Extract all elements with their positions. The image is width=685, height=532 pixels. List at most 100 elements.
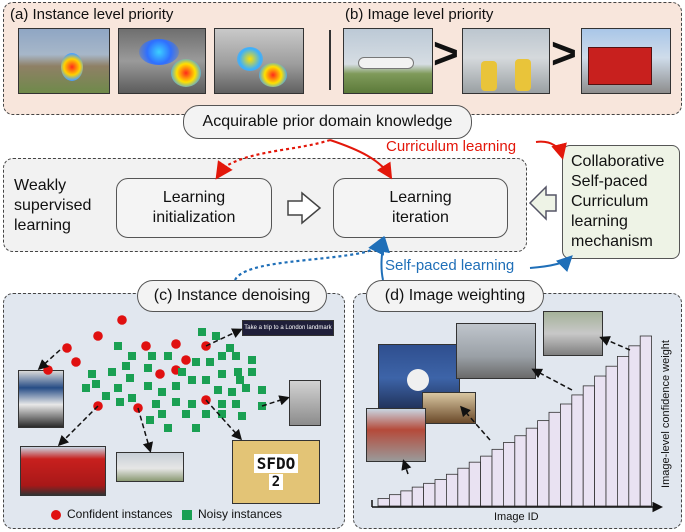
confident-instance-group	[43, 315, 211, 413]
curriculum-arrow-to-mechanism	[535, 140, 567, 160]
curriculum-learning-label: Curriculum learning	[386, 138, 517, 155]
denoise-arrow-plane	[137, 407, 153, 453]
noisy-instance-square	[258, 386, 266, 394]
confident-instance-dot	[71, 357, 81, 367]
dog-shape	[407, 369, 429, 391]
image-photo-airplane	[343, 28, 433, 94]
mechanism-to-panel-arrow	[528, 185, 557, 221]
denoise-arrow-bus	[57, 405, 99, 447]
weight-photo-street	[366, 408, 426, 462]
legend-confident-label: Confident instances	[67, 507, 173, 521]
confidence-bar	[617, 355, 630, 507]
legend-noisy-marker	[182, 510, 192, 520]
denoise-photo-plane	[116, 452, 184, 482]
confidence-bar	[628, 345, 641, 507]
noisy-instance-square	[248, 368, 256, 376]
confidence-bar-chart	[377, 335, 653, 507]
confidence-bar	[457, 467, 470, 507]
noisy-instance-square	[92, 380, 100, 388]
instance-photo-soldier	[18, 28, 110, 94]
noisy-instance-square	[218, 352, 226, 360]
confidence-bar	[480, 455, 493, 507]
denoise-arrow-sign	[205, 399, 243, 441]
confidence-bar	[537, 420, 550, 507]
confident-instance-dot	[93, 331, 103, 341]
noisy-instance-square	[178, 368, 186, 376]
mechanism-label: Collaborative Self-paced Curriculum lear…	[571, 153, 665, 250]
noisy-instance-square	[128, 394, 136, 402]
noisy-instance-square	[218, 410, 226, 418]
noisy-instance-square	[214, 386, 222, 394]
confidence-bar	[582, 385, 596, 507]
curriculum-arrow-dotted	[215, 138, 331, 180]
noisy-instance-square	[192, 358, 200, 366]
noisy-instance-square	[172, 382, 180, 390]
confident-instance-dot	[171, 339, 181, 349]
person-shape	[481, 61, 497, 91]
x-axis-label: Image ID	[494, 511, 539, 523]
noisy-instance-square	[182, 410, 190, 418]
weight-photo-car	[543, 311, 603, 356]
denoise-arrow-rack	[261, 395, 290, 407]
noisy-instance-square	[158, 410, 166, 418]
image-priority-title: (b) Image level priority	[345, 6, 494, 23]
confidence-bar	[514, 435, 527, 507]
noisy-instance-square	[126, 374, 134, 382]
separator-line	[329, 30, 331, 90]
confidence-bar	[548, 411, 561, 507]
denoise-photo-bus	[20, 446, 106, 496]
instance-priority-title: (a) Instance level priority	[10, 6, 174, 23]
instance-denoising-title-box: (c) Instance denoising	[137, 280, 327, 312]
image-weighting-title: (d) Image weighting	[384, 287, 526, 304]
noisy-instance-square	[158, 388, 166, 396]
confidence-bar	[400, 490, 413, 507]
noisy-instance-square	[114, 342, 122, 350]
noisy-instance-square	[144, 382, 152, 390]
noisy-instance-square	[164, 424, 172, 432]
denoise-arrows	[37, 328, 290, 453]
noisy-instance-square	[242, 384, 250, 392]
priority-panel	[3, 2, 682, 115]
self-paced-learning-label: Self-paced learning	[385, 257, 515, 274]
denoise-arrow-officer	[37, 349, 61, 371]
confidence-bar	[377, 498, 390, 507]
noisy-instance-square	[232, 352, 240, 360]
noisy-instance-square	[198, 328, 206, 336]
prior-knowledge-box: Acquirable prior domain knowledge	[183, 105, 472, 139]
legend-confident-marker	[51, 510, 61, 520]
noisy-instance-square	[218, 400, 226, 408]
sign-text-line2: 2	[268, 474, 284, 490]
weight-photo-bicycle	[456, 323, 536, 379]
mechanism-box: Collaborative Self-paced Curriculum lear…	[562, 145, 680, 259]
confident-instance-dot	[141, 341, 151, 351]
instance-denoising-title: (c) Instance denoising	[153, 287, 311, 304]
curriculum-arrow-solid	[329, 139, 393, 180]
person-shape	[515, 59, 531, 91]
noisy-instance-square	[172, 398, 180, 406]
denoise-photo-banner: Take a trip to a London landmark	[242, 320, 334, 336]
noisy-instance-square	[188, 376, 196, 384]
noisy-instance-square	[234, 368, 242, 376]
noisy-instance-square	[212, 332, 220, 340]
greater-than-1: >	[433, 29, 459, 78]
noisy-instance-square	[128, 352, 136, 360]
image-photo-jet	[462, 28, 550, 94]
init-to-iteration-arrow	[287, 191, 322, 225]
weight-arrows	[401, 336, 631, 475]
image-weighting-title-box: (d) Image weighting	[366, 280, 544, 312]
learning-iteration-box: Learning iteration	[333, 178, 508, 238]
noisy-instance-square	[146, 416, 154, 424]
confident-instance-dot	[181, 355, 191, 365]
heat-blob	[259, 63, 287, 87]
confidence-bar	[571, 394, 584, 507]
instance-photo-bicycles	[118, 28, 206, 94]
denoise-arrow-banner	[205, 328, 243, 347]
confident-instance-dot	[62, 343, 72, 353]
confidence-bar	[468, 461, 482, 507]
learning-initialization-box: Learning initialization	[116, 178, 272, 238]
noisy-instance-square	[148, 352, 156, 360]
noisy-instance-square	[192, 424, 200, 432]
noisy-instance-square	[226, 344, 234, 352]
denoise-photo-sign: SFDO 2	[232, 440, 320, 504]
